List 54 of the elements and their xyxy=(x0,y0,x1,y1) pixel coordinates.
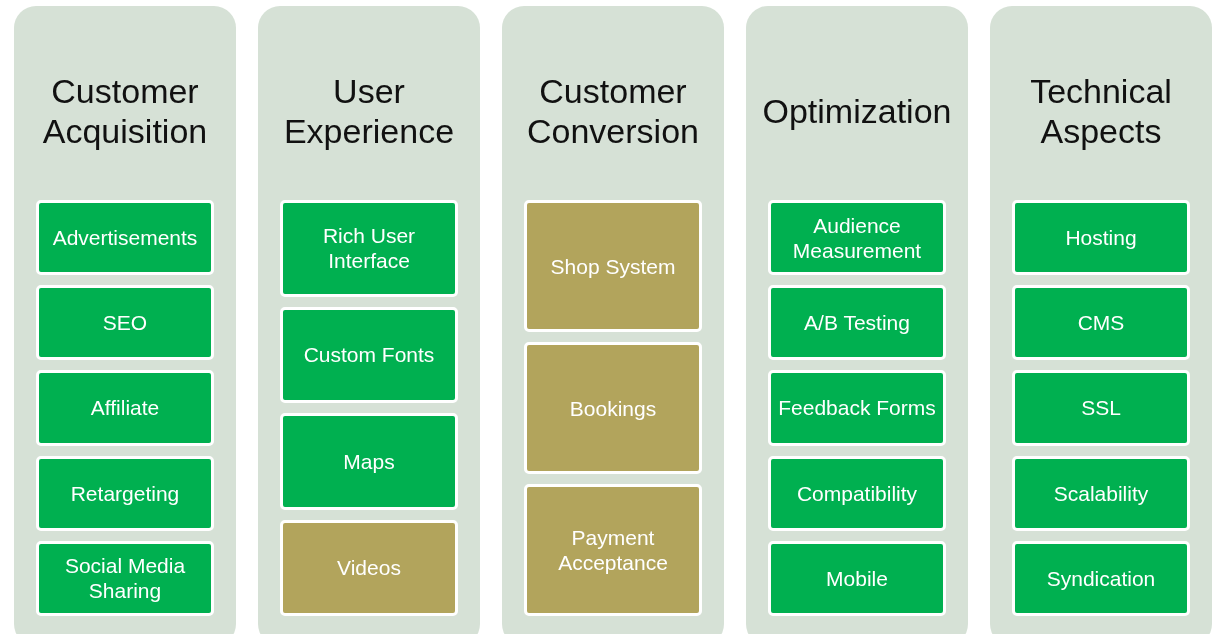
item-box xyxy=(768,540,946,616)
item-box xyxy=(36,540,214,616)
item-label: Custom Fonts xyxy=(302,342,436,368)
item-label: Compatibility xyxy=(795,480,919,506)
item-label: Social Media Sharing xyxy=(63,553,187,604)
item-box xyxy=(280,200,458,297)
item-box xyxy=(1012,540,1190,616)
column-panel xyxy=(746,6,968,634)
item-label: CMS xyxy=(1076,310,1126,336)
item-box xyxy=(1012,370,1190,446)
column-panel xyxy=(502,6,724,634)
column-panel xyxy=(990,6,1212,634)
item-label: A/B Testing xyxy=(803,310,911,336)
item-label: Bookings xyxy=(568,395,658,421)
item-box xyxy=(280,519,458,616)
item-box xyxy=(36,285,214,361)
item-box xyxy=(768,200,946,276)
item-label: SEO xyxy=(101,310,149,336)
item-box xyxy=(36,200,214,276)
item-label: Affiliate xyxy=(89,395,161,421)
item-label: Videos xyxy=(336,555,402,581)
item-label: Maps xyxy=(342,448,396,474)
column-heading: Customer Conversion xyxy=(526,71,700,152)
item-label: Payment Acceptance xyxy=(557,525,669,575)
item-label: Shop System xyxy=(549,253,677,279)
column-heading: User Experience xyxy=(282,71,456,152)
item-label: Retargeting xyxy=(69,480,181,506)
item-label: Mobile xyxy=(825,565,889,591)
item-box xyxy=(768,285,946,361)
item-box xyxy=(524,200,702,332)
item-box xyxy=(36,370,214,446)
item-box xyxy=(524,342,702,474)
item-label: Rich User Interface xyxy=(321,223,417,274)
item-box xyxy=(1012,285,1190,361)
item-box xyxy=(280,306,458,403)
item-label: Syndication xyxy=(1045,565,1157,591)
item-label: Hosting xyxy=(1064,225,1138,251)
column-panel xyxy=(14,6,236,634)
item-box xyxy=(36,455,214,531)
item-box xyxy=(1012,455,1190,531)
item-box xyxy=(280,413,458,510)
column-panel xyxy=(258,6,480,634)
item-label: Audience Measurement xyxy=(791,212,923,263)
item-box xyxy=(524,484,702,616)
column-heading: Customer Acquisition xyxy=(41,71,209,152)
item-label: Scalability xyxy=(1052,480,1150,506)
item-label: Feedback Forms xyxy=(777,395,937,421)
item-label: SSL xyxy=(1080,395,1122,421)
column-heading: Optimization xyxy=(761,91,953,132)
item-box xyxy=(768,370,946,446)
item-label: Advertisements xyxy=(51,225,199,251)
column-heading: Technical Aspects xyxy=(1029,71,1173,152)
item-box xyxy=(1012,200,1190,276)
item-box xyxy=(768,455,946,531)
